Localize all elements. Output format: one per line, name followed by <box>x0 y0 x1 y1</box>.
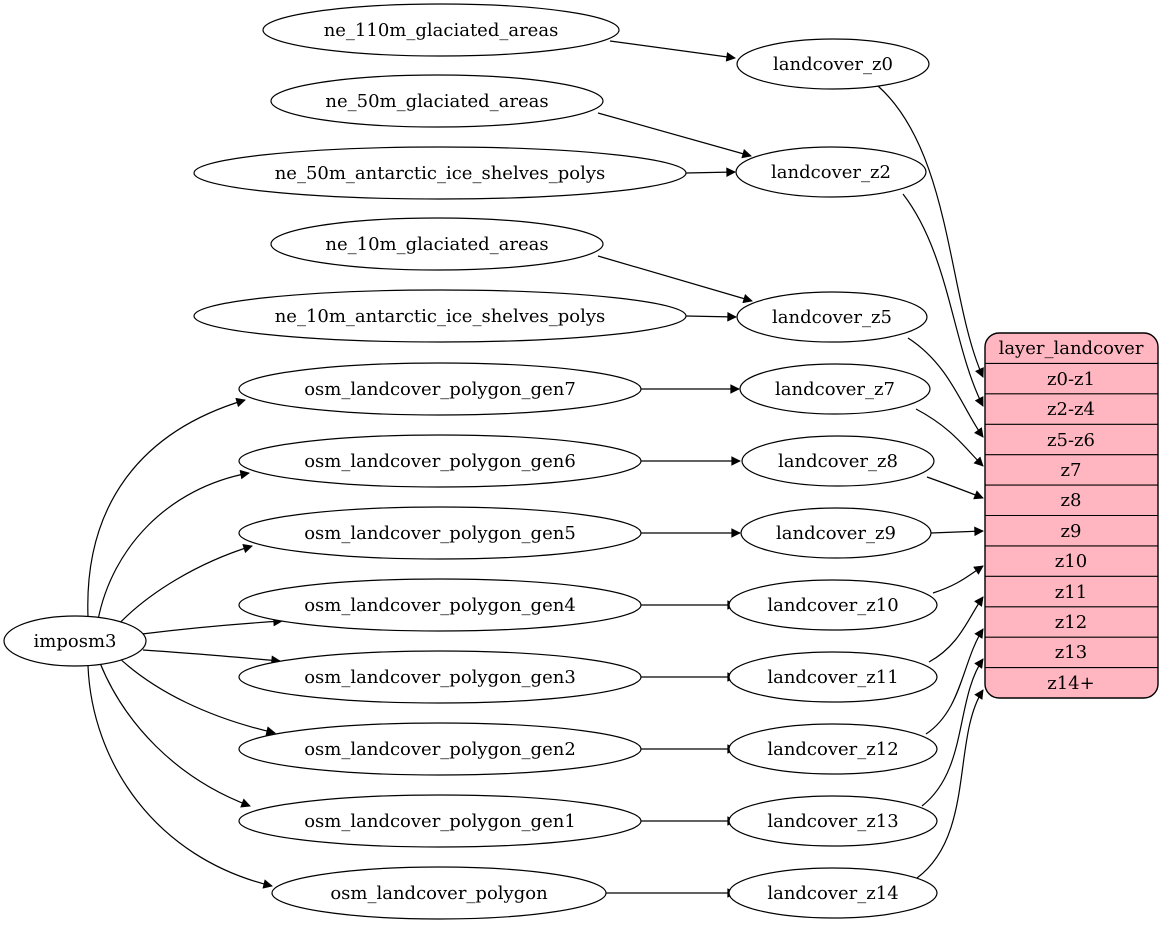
edge-ne50m-ant-z2 <box>685 167 736 177</box>
table-row-label: z7 <box>1061 460 1082 481</box>
node-ne-10m-glaciated-areas: ne_10m_glaciated_areas <box>270 217 604 271</box>
node-label: osm_landcover_polygon_gen4 <box>304 595 576 616</box>
node-label: osm_landcover_polygon_gen1 <box>304 811 576 832</box>
table-row-label: z9 <box>1061 521 1082 542</box>
node-label: osm_landcover_polygon_gen2 <box>304 739 576 760</box>
node-label: ne_50m_antarctic_ice_shelves_polys <box>275 163 606 184</box>
edge-imposm3-gen1 <box>99 662 251 808</box>
edge-imposm3-gen2 <box>116 655 276 736</box>
node-label: landcover_z5 <box>772 307 892 328</box>
node-landcover-z10: landcover_z10 <box>728 579 938 631</box>
node-osm-landcover-polygon-gen2: osm_landcover_polygon_gen2 <box>238 722 642 776</box>
table-row-label: z8 <box>1061 490 1082 511</box>
node-ne-50m-antarctic-ice-shelves-polys: ne_50m_antarctic_ice_shelves_polys <box>193 146 687 200</box>
node-label: landcover_z12 <box>767 739 898 760</box>
node-osm-landcover-polygon-gen6: osm_landcover_polygon_gen6 <box>238 434 642 488</box>
node-ne-110m-glaciated-areas: ne_110m_glaciated_areas <box>262 3 620 57</box>
edge-ne10m-glac-z5 <box>597 255 753 304</box>
node-label: osm_landcover_polygon_gen5 <box>304 523 576 544</box>
table-row-label: z0-z1 <box>1047 369 1095 390</box>
edge-z14-row-z14plus <box>916 689 984 879</box>
table-row-label: z10 <box>1055 551 1087 572</box>
edge-z12-row-z12 <box>925 628 984 735</box>
node-label: landcover_z8 <box>778 451 898 472</box>
node-label: landcover_z13 <box>767 811 898 832</box>
edge-ne50m-glac-z2 <box>597 112 752 159</box>
edge-imposm3-gen7 <box>87 397 246 618</box>
node-label: ne_50m_glaciated_areas <box>325 91 548 112</box>
node-label: landcover_z2 <box>771 162 891 183</box>
table-row-label: z2-z4 <box>1047 399 1095 420</box>
node-label: landcover_z0 <box>773 54 893 75</box>
node-osm-landcover-polygon-gen4: osm_landcover_polygon_gen4 <box>238 578 642 632</box>
node-label: ne_110m_glaciated_areas <box>324 20 559 41</box>
edge-imposm3-osm-landcover-polygon <box>87 665 273 889</box>
node-label: osm_landcover_polygon <box>330 883 548 904</box>
table-row-label: z12 <box>1055 612 1087 633</box>
table-row-label: z13 <box>1055 642 1087 663</box>
node-osm-landcover-polygon-gen7: osm_landcover_polygon_gen7 <box>238 362 642 416</box>
table-row-label: z5-z6 <box>1047 430 1095 451</box>
node-landcover-z12: landcover_z12 <box>728 723 938 775</box>
node-label: landcover_z10 <box>767 595 898 616</box>
node-landcover-z2: landcover_z2 <box>735 146 927 198</box>
node-group: imposm3 ne_110m_glaciated_areas ne_50m_g… <box>3 3 938 920</box>
node-osm-landcover-polygon: osm_landcover_polygon <box>271 866 607 920</box>
node-imposm3: imposm3 <box>3 615 147 667</box>
node-osm-landcover-polygon-gen1: osm_landcover_polygon_gen1 <box>238 794 642 848</box>
edge-imposm3-gen3 <box>142 649 281 666</box>
node-label: ne_10m_antarctic_ice_shelves_polys <box>275 306 606 327</box>
node-label: landcover_z11 <box>767 667 898 688</box>
table-title: layer_landcover <box>999 338 1144 359</box>
edge-imposm3-gen6 <box>97 469 250 621</box>
node-label: osm_landcover_polygon_gen6 <box>304 451 576 472</box>
edge-ne110m-z0 <box>609 40 736 62</box>
edge-z0-row-z0-z1 <box>877 85 984 378</box>
node-label: landcover_z14 <box>767 883 898 904</box>
edge-z2-row-z2-z4 <box>902 193 984 407</box>
table-row-label: z14+ <box>1047 673 1094 694</box>
node-landcover-z14: landcover_z14 <box>728 867 938 919</box>
node-osm-landcover-polygon-gen3: osm_landcover_polygon_gen3 <box>238 650 642 704</box>
node-landcover-z9: landcover_z9 <box>740 507 932 559</box>
edge-z11-row-z11 <box>928 596 984 663</box>
node-landcover-z13: landcover_z13 <box>728 795 938 847</box>
edge-z13-row-z13 <box>921 658 984 807</box>
node-osm-landcover-polygon-gen5: osm_landcover_polygon_gen5 <box>238 506 642 560</box>
node-ne-50m-glaciated-areas: ne_50m_glaciated_areas <box>270 74 604 128</box>
edge-group <box>87 40 984 898</box>
layer-landcover-table: layer_landcover z0-z1 z2-z4 z5-z6 z7 z8 … <box>984 332 1159 699</box>
node-label: landcover_z9 <box>776 523 896 544</box>
edge-z5-row-z5-z6 <box>907 337 984 438</box>
edge-imposm3-gen5 <box>114 543 253 629</box>
node-label: imposm3 <box>34 631 117 652</box>
table-row-label: z11 <box>1055 582 1087 603</box>
node-ne-10m-antarctic-ice-shelves-polys: ne_10m_antarctic_ice_shelves_polys <box>193 289 687 343</box>
edge-z7-row-z7 <box>915 408 984 467</box>
edge-ne10m-ant-z5 <box>685 312 737 322</box>
node-landcover-z7: landcover_z7 <box>739 363 931 415</box>
edge-z9-row-z9 <box>930 526 984 537</box>
edge-z10-row-z10 <box>932 565 984 594</box>
edge-imposm3-gen4 <box>141 616 283 635</box>
node-label: ne_10m_glaciated_areas <box>325 234 548 255</box>
node-landcover-z8: landcover_z8 <box>741 435 935 487</box>
node-label: osm_landcover_polygon_gen7 <box>304 379 576 400</box>
node-label: osm_landcover_polygon_gen3 <box>304 667 576 688</box>
node-landcover-z0: landcover_z0 <box>736 38 930 90</box>
node-landcover-z11: landcover_z11 <box>728 651 938 703</box>
node-label: landcover_z7 <box>775 379 895 400</box>
edge-z8-row-z8 <box>926 476 984 500</box>
node-landcover-z5: landcover_z5 <box>736 291 928 343</box>
